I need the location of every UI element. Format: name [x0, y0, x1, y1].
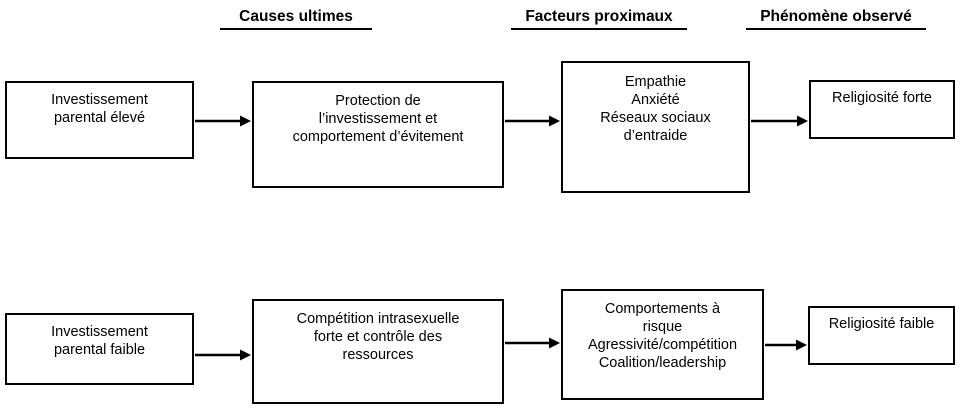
node-competition-intrasexuelle: Compétition intrasexuelle forte et contr… [252, 299, 504, 404]
arrow-r2-1to2 [195, 349, 251, 361]
column-header-causes-ultimes: Causes ultimes [220, 8, 372, 30]
node-investissement-parental-eleve: Investissement parental élevé [5, 81, 194, 159]
arrow-r2-3to4 [765, 339, 807, 351]
column-header-facteurs-proximaux: Facteurs proximaux [511, 8, 687, 30]
node-label: Religiosité faible [828, 316, 935, 332]
arrow-r1-3to4 [751, 115, 808, 127]
arrow-r2-2to3 [505, 337, 560, 349]
node-empathie-anxiete-reseaux: Empathie Anxiété Réseaux sociaux d’entra… [561, 61, 750, 193]
node-label: Investissement parental élevé [51, 92, 148, 126]
arrow-r1-2to3 [505, 115, 560, 127]
node-label: Religiosité forte [832, 90, 932, 106]
node-label: Protection de l’investissement et compor… [292, 93, 464, 145]
node-protection-investissement: Protection de l’investissement et compor… [252, 81, 504, 188]
node-religiosite-faible: Religiosité faible [808, 306, 955, 365]
node-comportements-a-risque: Comportements à risque Agressivité/compé… [561, 289, 764, 400]
node-label: Investissement parental faible [51, 324, 148, 358]
node-investissement-parental-faible: Investissement parental faible [5, 313, 194, 385]
node-label: Empathie Anxiété Réseaux sociaux d’entra… [600, 74, 711, 144]
node-label: Comportements à risque Agressivité/compé… [587, 301, 738, 371]
column-header-phenomene-observe: Phénomène observé [746, 8, 926, 30]
node-religiosite-forte: Religiosité forte [809, 80, 955, 139]
arrow-r1-1to2 [195, 115, 251, 127]
node-label: Compétition intrasexuelle forte et contr… [296, 311, 460, 363]
